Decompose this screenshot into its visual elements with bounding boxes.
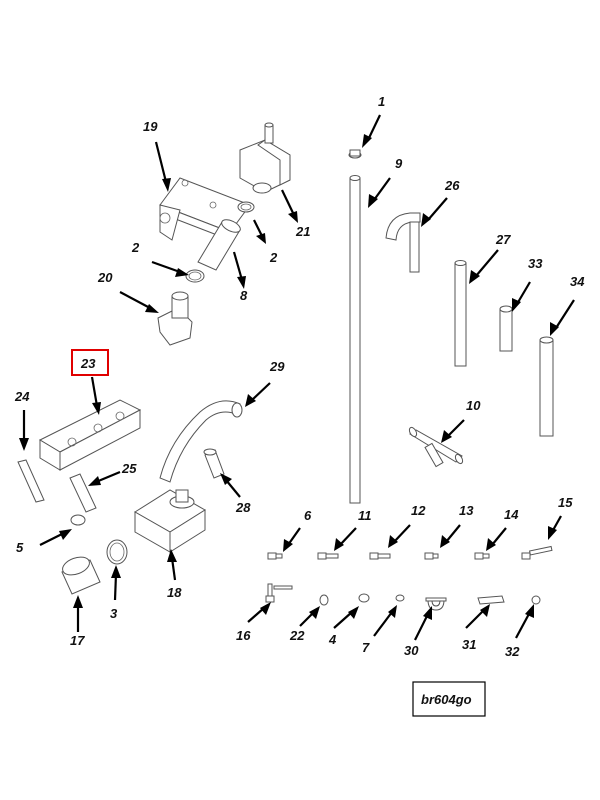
part-32-nut [531, 595, 541, 605]
callout-13: 13 [459, 503, 474, 518]
part-18-box [134, 489, 206, 553]
part-16-bolt [265, 583, 293, 603]
part-31-bracket [477, 595, 505, 605]
callout-30: 30 [404, 643, 419, 658]
part-7-nut [395, 594, 405, 602]
highlighted-callout-23[interactable]: 23 [71, 349, 109, 376]
part-15-bolt [521, 545, 553, 560]
part-33-tube [499, 305, 513, 352]
part-26-bent-tube [385, 212, 421, 273]
callout-33: 33 [528, 256, 543, 271]
part-9-rod [349, 175, 361, 504]
callout-27: 27 [495, 232, 511, 247]
callout-14: 14 [504, 507, 519, 522]
callout-23: 23 [80, 356, 96, 371]
callout-19: 19 [143, 119, 158, 134]
part-11-bolt [317, 552, 339, 560]
callout-2-lower: 2 [131, 240, 140, 255]
part-22-washer [319, 594, 329, 606]
part-3-clamp [106, 539, 128, 565]
callout-10: 10 [466, 398, 481, 413]
reference-code-box: br604go [412, 681, 486, 717]
callout-24: 24 [14, 389, 30, 404]
callout-4: 4 [328, 632, 337, 647]
callout-6: 6 [304, 508, 312, 523]
callout-26: 26 [444, 178, 460, 193]
callout-29: 29 [269, 359, 285, 374]
callout-28: 28 [235, 500, 251, 515]
part-2-ring-lower [185, 269, 205, 283]
callout-34: 34 [570, 274, 585, 289]
part-2-ring-upper [237, 201, 255, 213]
part-20-elbow [157, 291, 193, 346]
part-17-sleeve [61, 556, 101, 595]
part-28-hose [203, 448, 225, 479]
part-25-strap [69, 473, 97, 513]
part-30-clamp [425, 597, 447, 611]
callout-32: 32 [505, 644, 520, 659]
callout-31: 31 [462, 637, 476, 652]
reference-code: br604go [421, 692, 472, 707]
part-4-nut [358, 593, 370, 603]
callout-21: 21 [295, 224, 310, 239]
callout-7: 7 [362, 640, 370, 655]
part-8-tube [197, 219, 241, 271]
callout-25: 25 [121, 461, 137, 476]
callout-3: 3 [110, 606, 118, 621]
part-19-bracket [159, 177, 251, 241]
callout-1: 1 [378, 94, 385, 109]
part-23-bracket [38, 399, 142, 471]
part-10-tee [408, 426, 464, 468]
part-14-bolt [474, 552, 490, 560]
part-13-bolt [424, 552, 439, 560]
part-21-housing [239, 122, 291, 194]
part-34-tube [539, 336, 554, 437]
callout-15: 15 [558, 495, 573, 510]
part-12-bolt [369, 552, 391, 560]
callout-2-upper: 2 [269, 250, 278, 265]
callout-18: 18 [167, 585, 182, 600]
part-24-strap [17, 459, 45, 503]
callout-12: 12 [411, 503, 426, 518]
callout-20: 20 [97, 270, 113, 285]
callout-11: 11 [358, 508, 372, 523]
part-6-bolt [267, 552, 283, 560]
part-5-clip [70, 514, 86, 526]
callout-5: 5 [16, 540, 24, 555]
part-27-tube [454, 260, 467, 367]
part-1-cap [348, 149, 362, 159]
callout-labels: 1 9 26 27 33 34 19 21 2 2 8 20 10 29 24 … [14, 94, 585, 659]
part-29-hose [159, 400, 243, 483]
callout-17: 17 [70, 633, 85, 648]
callout-22: 22 [289, 628, 305, 643]
callout-16: 16 [236, 628, 251, 643]
leader-arrows [19, 114, 575, 641]
callout-8: 8 [240, 288, 248, 303]
callout-9: 9 [395, 156, 403, 171]
